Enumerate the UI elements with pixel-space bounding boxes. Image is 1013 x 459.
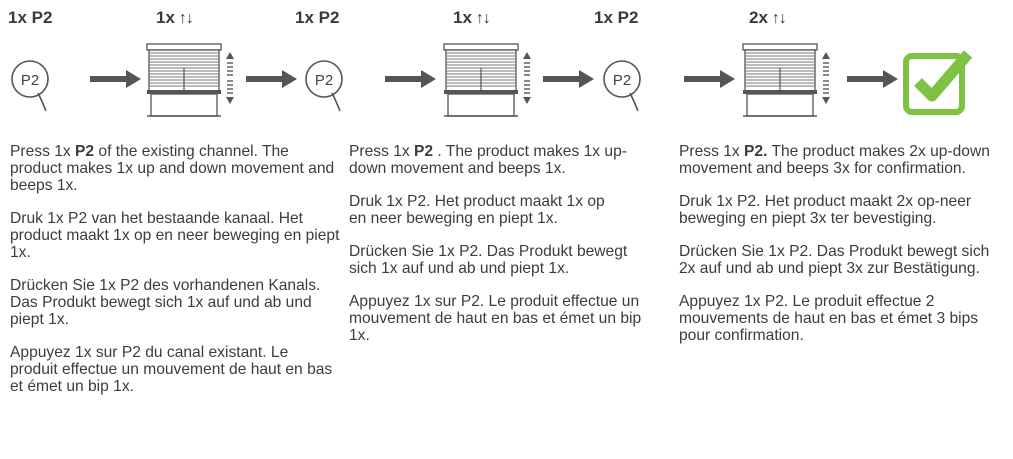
instruction-nl: Druk 1x P2. Het product maakt 2x op-neer…	[679, 193, 972, 227]
p2-button-icon: P2	[11, 60, 49, 112]
instruction-fr: Appuyez 1x sur P2 du canal existant. Le …	[10, 344, 333, 395]
instruction-column-2: Press 1x P2 . The product makes 1x up-do…	[349, 143, 649, 360]
instruction-fr: Appuyez 1x P2. Le produit effectue 2 mou…	[679, 293, 979, 344]
svg-text:P2: P2	[21, 72, 39, 89]
instruction-fr: Appuyez 1x sur P2. Le produit effectue u…	[349, 293, 642, 344]
up-down-arrows-icon: ↑↓	[771, 10, 787, 27]
p2-button-icon: P2	[305, 60, 343, 112]
instruction-de: Drücken Sie 1x P2 des vorhandenen Kanals…	[10, 277, 321, 328]
right-arrow-icon	[385, 70, 436, 88]
right-arrow-icon	[246, 70, 297, 88]
step-label-updown: 1x↑↓	[156, 8, 194, 27]
blind-window-icon	[742, 43, 830, 117]
right-arrow-icon	[847, 70, 898, 88]
blind-window-icon	[443, 43, 531, 117]
right-arrow-icon	[543, 70, 594, 88]
step-label-updown: 1x↑↓	[453, 8, 491, 27]
instruction-nl: Druk 1x P2. Het product maakt 1x op en n…	[349, 193, 605, 227]
p2-button-icon: P2	[603, 60, 641, 112]
svg-text:P2: P2	[315, 72, 333, 89]
step-label-press-p2: 1x P2	[594, 8, 639, 27]
up-down-arrows-icon: ↑↓	[475, 10, 491, 27]
right-arrow-icon	[684, 70, 735, 88]
instruction-nl: Druk 1x P2 van het bestaande kanaal. Het…	[10, 210, 340, 261]
step-label-press-p2: 1x P2	[8, 8, 53, 27]
svg-text:P2: P2	[613, 72, 631, 89]
instruction-en: Press 1x P2 . The product makes 1x up-do…	[349, 143, 627, 177]
instruction-column-1: Press 1x P2 of the existing channel. The…	[10, 143, 340, 411]
up-down-arrows-icon: ↑↓	[178, 10, 194, 27]
step-label-updown: 2x↑↓	[749, 8, 787, 27]
right-arrow-icon	[90, 70, 141, 88]
instruction-en: Press 1x P2 of the existing channel. The…	[10, 143, 335, 194]
checkmark-icon	[903, 50, 973, 115]
blind-window-icon	[146, 43, 234, 117]
instruction-en: Press 1x P2. The product makes 2x up-dow…	[679, 143, 990, 177]
instruction-de: Drücken Sie 1x P2. Das Produkt bewegt si…	[349, 243, 628, 277]
instruction-de: Drücken Sie 1x P2. Das Produkt bewegt si…	[679, 243, 990, 277]
instruction-column-3: Press 1x P2. The product makes 2x up-dow…	[679, 143, 1009, 360]
step-label-press-p2: 1x P2	[295, 8, 340, 27]
